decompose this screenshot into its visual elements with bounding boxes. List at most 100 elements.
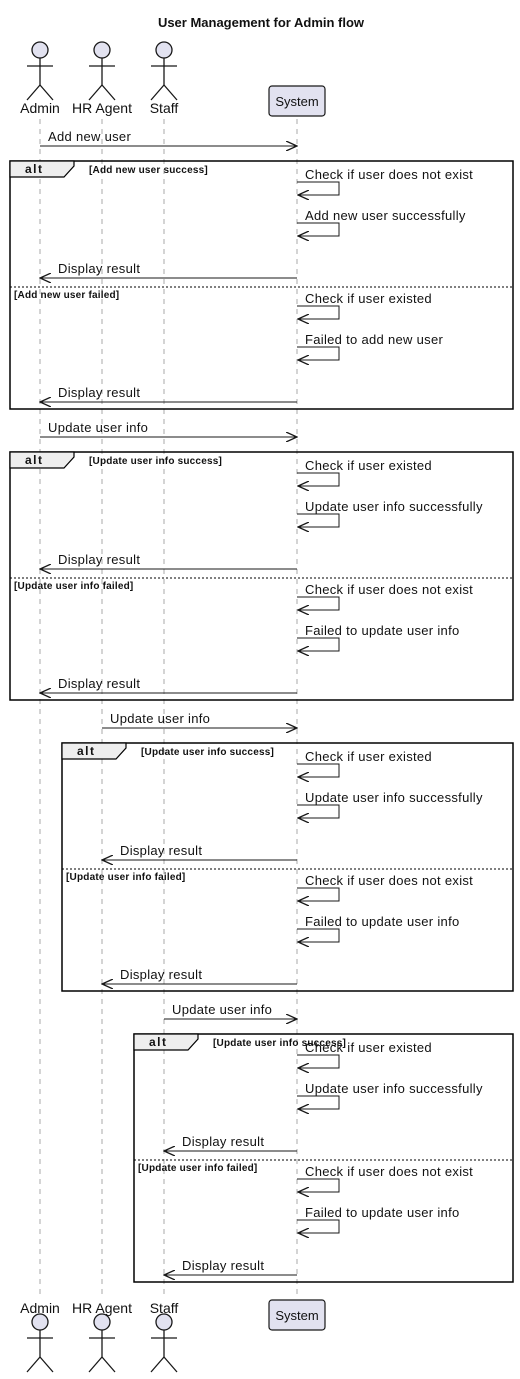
- alt-guard-label: [Update user info success]: [89, 456, 222, 467]
- actor-leg-right: [39, 1356, 54, 1373]
- alt-guard-label: [Update user info success]: [141, 747, 274, 758]
- self-message-arrow: [297, 305, 340, 319]
- participant-label-system-top: System: [275, 94, 318, 109]
- self-message-arrow: [297, 804, 340, 818]
- reply-label: Display result: [58, 385, 140, 400]
- reply-label: Display result: [120, 967, 202, 982]
- alt-frame-tab: [9, 451, 75, 469]
- self-message-label: Add new user successfully: [305, 208, 466, 223]
- alt-guard-label: [Update user info success]: [213, 1038, 346, 1049]
- alt-guard-label: [Add new user failed]: [14, 290, 119, 301]
- participant-box-system-bottom: [268, 1299, 326, 1331]
- self-message-label: Check if user does not exist: [305, 873, 473, 888]
- reply-label: Display result: [120, 843, 202, 858]
- actor-leg-right: [163, 1356, 178, 1373]
- self-message-arrow: [297, 1178, 340, 1192]
- actor-head: [93, 1313, 111, 1331]
- alt-frame: [133, 1033, 514, 1283]
- alt-frame: [9, 160, 514, 410]
- actor-leg-left: [88, 1356, 103, 1373]
- actor-label-staff-bottom: Staff: [150, 1300, 179, 1316]
- actor-icon-admin-top: [26, 41, 54, 101]
- actor-label-hr-top: HR Agent: [72, 100, 132, 116]
- actor-icon-staff-bottom: [150, 1313, 178, 1373]
- actor-icon-admin-bottom: [26, 1313, 54, 1373]
- diagram-title: User Management for Admin flow: [158, 15, 365, 30]
- actor-leg-right: [39, 84, 54, 101]
- alt-frame: [9, 451, 514, 701]
- request-label: Update user info: [48, 420, 148, 435]
- self-message-label: Check if user does not exist: [305, 167, 473, 182]
- self-message-label: Check if user existed: [305, 291, 432, 306]
- self-message-label: Update user info successfully: [305, 499, 483, 514]
- actor-leg-left: [26, 84, 41, 101]
- actor-head: [93, 41, 111, 59]
- reply-label: Display result: [58, 261, 140, 276]
- self-message-label: Failed to add new user: [305, 332, 443, 347]
- actor-leg-left: [150, 84, 165, 101]
- self-message-label: Failed to update user info: [305, 623, 460, 638]
- alt-frame: [61, 742, 514, 992]
- actor-head: [31, 1313, 49, 1331]
- self-message-arrow: [297, 1095, 340, 1109]
- self-message-label: Failed to update user info: [305, 914, 460, 929]
- self-message-arrow: [297, 513, 340, 527]
- self-message-arrow: [297, 928, 340, 942]
- self-message-label: Update user info successfully: [305, 1081, 483, 1096]
- self-message-arrow: [297, 1219, 340, 1233]
- self-message-arrow: [297, 472, 340, 486]
- self-message-arrow: [297, 1054, 340, 1068]
- actor-icon-hr-bottom: [88, 1313, 116, 1373]
- actor-leg-right: [163, 84, 178, 101]
- actor-leg-left: [26, 1356, 41, 1373]
- actor-icon-staff-top: [150, 41, 178, 101]
- reply-label: Display result: [58, 676, 140, 691]
- actor-label-admin-top: Admin: [20, 100, 60, 116]
- alt-frame-tag: alt: [25, 162, 44, 176]
- alt-guard-label: [Update user info failed]: [14, 581, 133, 592]
- alt-frames: alt [Add new user success] [Add new user f…: [9, 160, 514, 1283]
- alt-frame-tab: [133, 1033, 199, 1051]
- alt-guard-label: [Update user info failed]: [66, 872, 185, 883]
- alt-frame-tab: [61, 742, 127, 760]
- reply-label: Display result: [182, 1134, 264, 1149]
- alt-frame-tag: alt: [77, 744, 96, 758]
- self-message-arrow: [297, 637, 340, 651]
- reply-label: Display result: [58, 552, 140, 567]
- actor-leg-right: [101, 84, 116, 101]
- alt-frame-tag: alt: [25, 453, 44, 467]
- reply-label: Display result: [182, 1258, 264, 1273]
- self-message-arrow: [297, 887, 340, 901]
- self-message-arrow: [297, 346, 340, 360]
- self-message-label: Failed to update user info: [305, 1205, 460, 1220]
- actor-label-hr-bottom: HR Agent: [72, 1300, 132, 1316]
- alt-frame-tag: alt: [149, 1035, 168, 1049]
- actor-head: [155, 1313, 173, 1331]
- actor-leg-left: [150, 1356, 165, 1373]
- self-message-label: Update user info successfully: [305, 790, 483, 805]
- participant-box-system-top: [268, 85, 326, 117]
- self-message-label: Check if user does not exist: [305, 1164, 473, 1179]
- alt-guard-label: [Update user info failed]: [138, 1163, 257, 1174]
- actor-leg-right: [101, 1356, 116, 1373]
- alt-guard-label: [Add new user success]: [89, 165, 208, 176]
- request-label: Update user info: [110, 711, 210, 726]
- request-label: Add new user: [48, 129, 131, 144]
- actor-icon-hr-top: [88, 41, 116, 101]
- actor-label-staff-top: Staff: [150, 100, 179, 116]
- actor-head: [31, 41, 49, 59]
- self-message-label: Check if user existed: [305, 749, 432, 764]
- self-message-label: Check if user existed: [305, 1040, 432, 1055]
- lifelines: [39, 119, 298, 1298]
- self-message-arrow: [297, 596, 340, 610]
- request-label: Update user info: [172, 1002, 272, 1017]
- self-message-arrow: [297, 181, 340, 195]
- actor-head: [155, 41, 173, 59]
- participant-label-system-bottom: System: [275, 1308, 318, 1323]
- self-message-arrow: [297, 763, 340, 777]
- actor-leg-left: [88, 84, 103, 101]
- self-message-label: Check if user existed: [305, 458, 432, 473]
